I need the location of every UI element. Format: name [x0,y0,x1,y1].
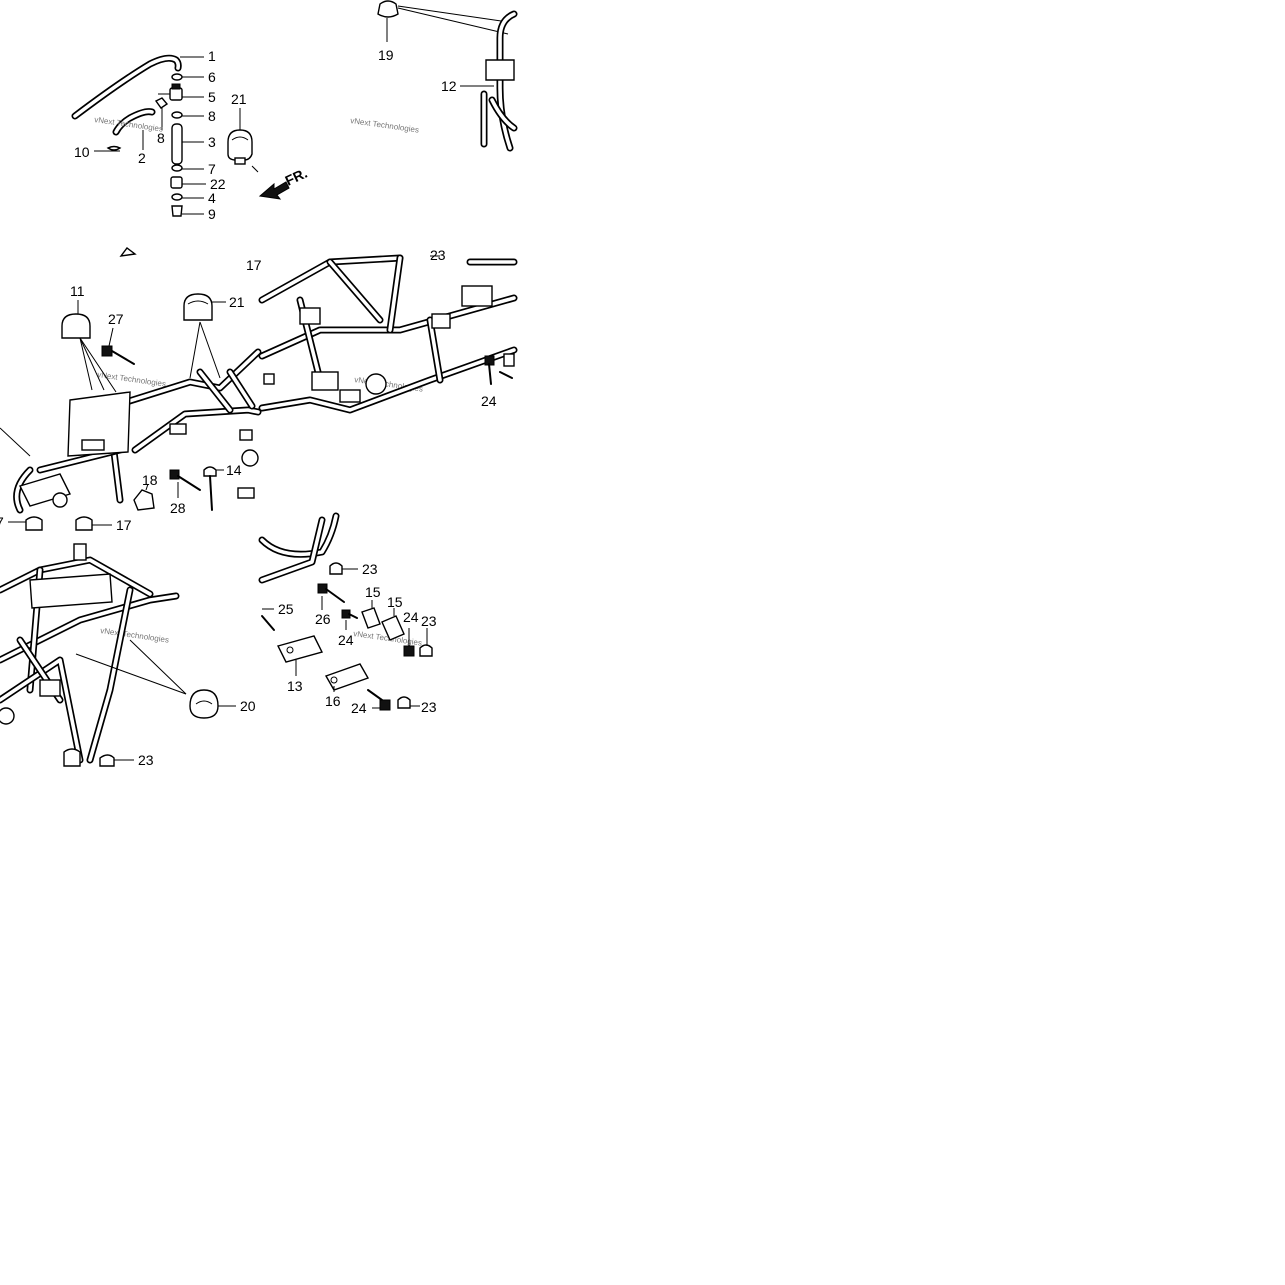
callout-2: 2 [138,150,146,166]
callout-12: 12 [441,78,457,94]
callout-20: 20 [240,698,256,714]
callout-15-b: 15 [387,594,403,610]
callout-23-top-right: 23 [430,247,446,263]
callout-24-b: 24 [338,632,354,648]
bracket-15-a [361,600,381,629]
callout-6: 6 [208,69,216,85]
callout-17-top: 17 [246,257,262,273]
band-21-mid [183,293,226,379]
callout-17: 17 [116,517,132,533]
clip-8-side [154,97,169,109]
clip-18 [133,483,155,511]
rear-frame-section [377,0,518,152]
bolt-24-b [341,609,358,630]
clip-8 [171,111,183,119]
callout-24-mid: 24 [481,393,497,409]
callout-27: 27 [108,311,124,327]
nut-23-bottom-left [99,754,134,767]
bracket-15-b [381,608,405,641]
watermark-2: vNext Technologies [350,116,420,135]
clip-7 [171,164,183,172]
bolt-28 [169,469,201,498]
bolt-24-mid [484,353,515,385]
callout-19: 19 [378,47,394,63]
bolt-24-c [403,628,415,657]
band-21-top [227,108,259,173]
callout-23-bottom-left: 23 [138,752,154,768]
callout-8-right: 8 [208,108,216,124]
callout-15-a: 15 [365,584,381,600]
main-frame-rear [258,254,518,414]
callout-7-bottom: 7 [0,514,4,530]
bracket-group [258,512,433,711]
callout-18: 18 [142,472,158,488]
callout-4: 4 [208,190,216,206]
band-11 [61,300,117,393]
watermark-5: vNext Technologies [100,626,170,645]
callout-8-left: 8 [157,130,165,146]
callout-22: 22 [210,176,226,192]
cap-9 [171,205,183,217]
callout-16: 16 [325,693,341,709]
bolt-27 [101,327,135,365]
tube-3 [171,123,183,165]
joint-5 [169,87,183,101]
callout-24-c: 24 [403,609,419,625]
front-arrow-label: FR. [283,165,310,189]
main-frame-front [0,247,262,514]
callout-3: 3 [208,134,216,150]
callout-11: 11 [70,283,85,299]
breather-tube-group [71,54,206,217]
bracket-16 [324,663,370,692]
bracket-13 [276,635,324,676]
callout-23-b1: 23 [362,561,378,577]
clip-10 [106,145,122,151]
callout-24-d: 24 [351,700,367,716]
callout-21-top: 21 [231,91,247,107]
clip-6 [171,73,183,81]
nut-23-b [419,628,433,657]
callout-10: 10 [74,144,90,160]
callout-13: 13 [287,678,303,694]
callout-14: 14 [226,462,242,478]
bolt-14 [203,466,224,511]
partial-frame-icon [119,247,137,257]
callout-5: 5 [208,89,216,105]
front-direction-arrow [258,181,290,200]
callout-25: 25 [278,601,294,617]
nut-23-c [397,696,420,709]
callout-26: 26 [315,611,331,627]
bolt-25 [261,608,275,631]
nut-23-a [329,562,358,575]
callout-1: 1 [208,48,216,64]
bolt-24-d [367,689,391,711]
band-20 [189,689,236,719]
callout-21-mid: 21 [229,294,245,310]
callout-23-d: 23 [421,699,437,715]
joint-22 [170,176,183,189]
callout-7-top: 7 [208,161,216,177]
bolt-26 [317,583,345,610]
callout-28: 28 [170,500,186,516]
clip-4 [171,193,183,201]
callout-9: 9 [208,206,216,222]
callout-23-c: 23 [421,613,437,629]
front-frame-lower [0,516,236,767]
